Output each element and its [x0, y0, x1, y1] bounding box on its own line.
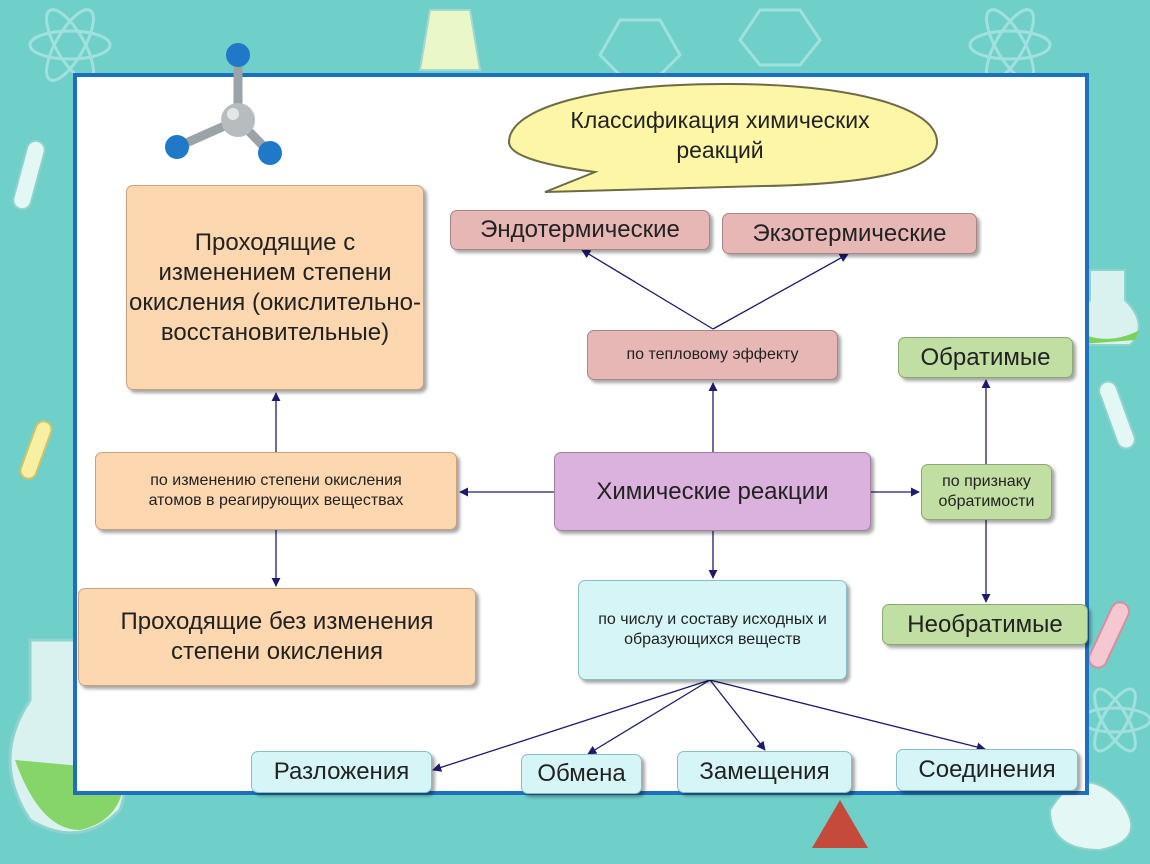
decomposition-box: Разложения [251, 751, 432, 793]
exchange-box: Обмена [521, 754, 642, 794]
substitution-box: Замещения [677, 751, 852, 793]
thermal-effect-criterion-box: по тепловому эффекту [587, 330, 838, 380]
exothermic-box: Экзотермические [722, 213, 977, 254]
endothermic-box: Эндотермические [450, 210, 710, 250]
without-oxidation-change-box: Проходящие без изменения степени окислен… [78, 588, 476, 686]
composition-criterion-box: по числу и составу исходных и образующих… [578, 580, 847, 680]
with-oxidation-change-box: Проходящие с изменением степени окислени… [126, 185, 424, 390]
compound-box: Соединения [896, 749, 1078, 791]
warning-sign-icon [812, 800, 868, 848]
test-tube-icon [12, 139, 1136, 669]
beaker-icon [418, 9, 1140, 852]
irreversible-box: Необратимые [882, 604, 1088, 645]
oxidation-criterion-box: по изменению степени окисления атомов в … [95, 452, 457, 530]
title-bubble [507, 82, 939, 193]
reversibility-criterion-box: по признаку обратимости [921, 464, 1052, 520]
reversible-box: Обратимые [898, 337, 1073, 378]
atom-orbit-icon [28, 29, 112, 61]
page-title: Классификация химических реакций [570, 107, 870, 163]
chemical-reactions-box: Химические реакции [554, 452, 871, 531]
molecule-model-icon [165, 43, 282, 165]
